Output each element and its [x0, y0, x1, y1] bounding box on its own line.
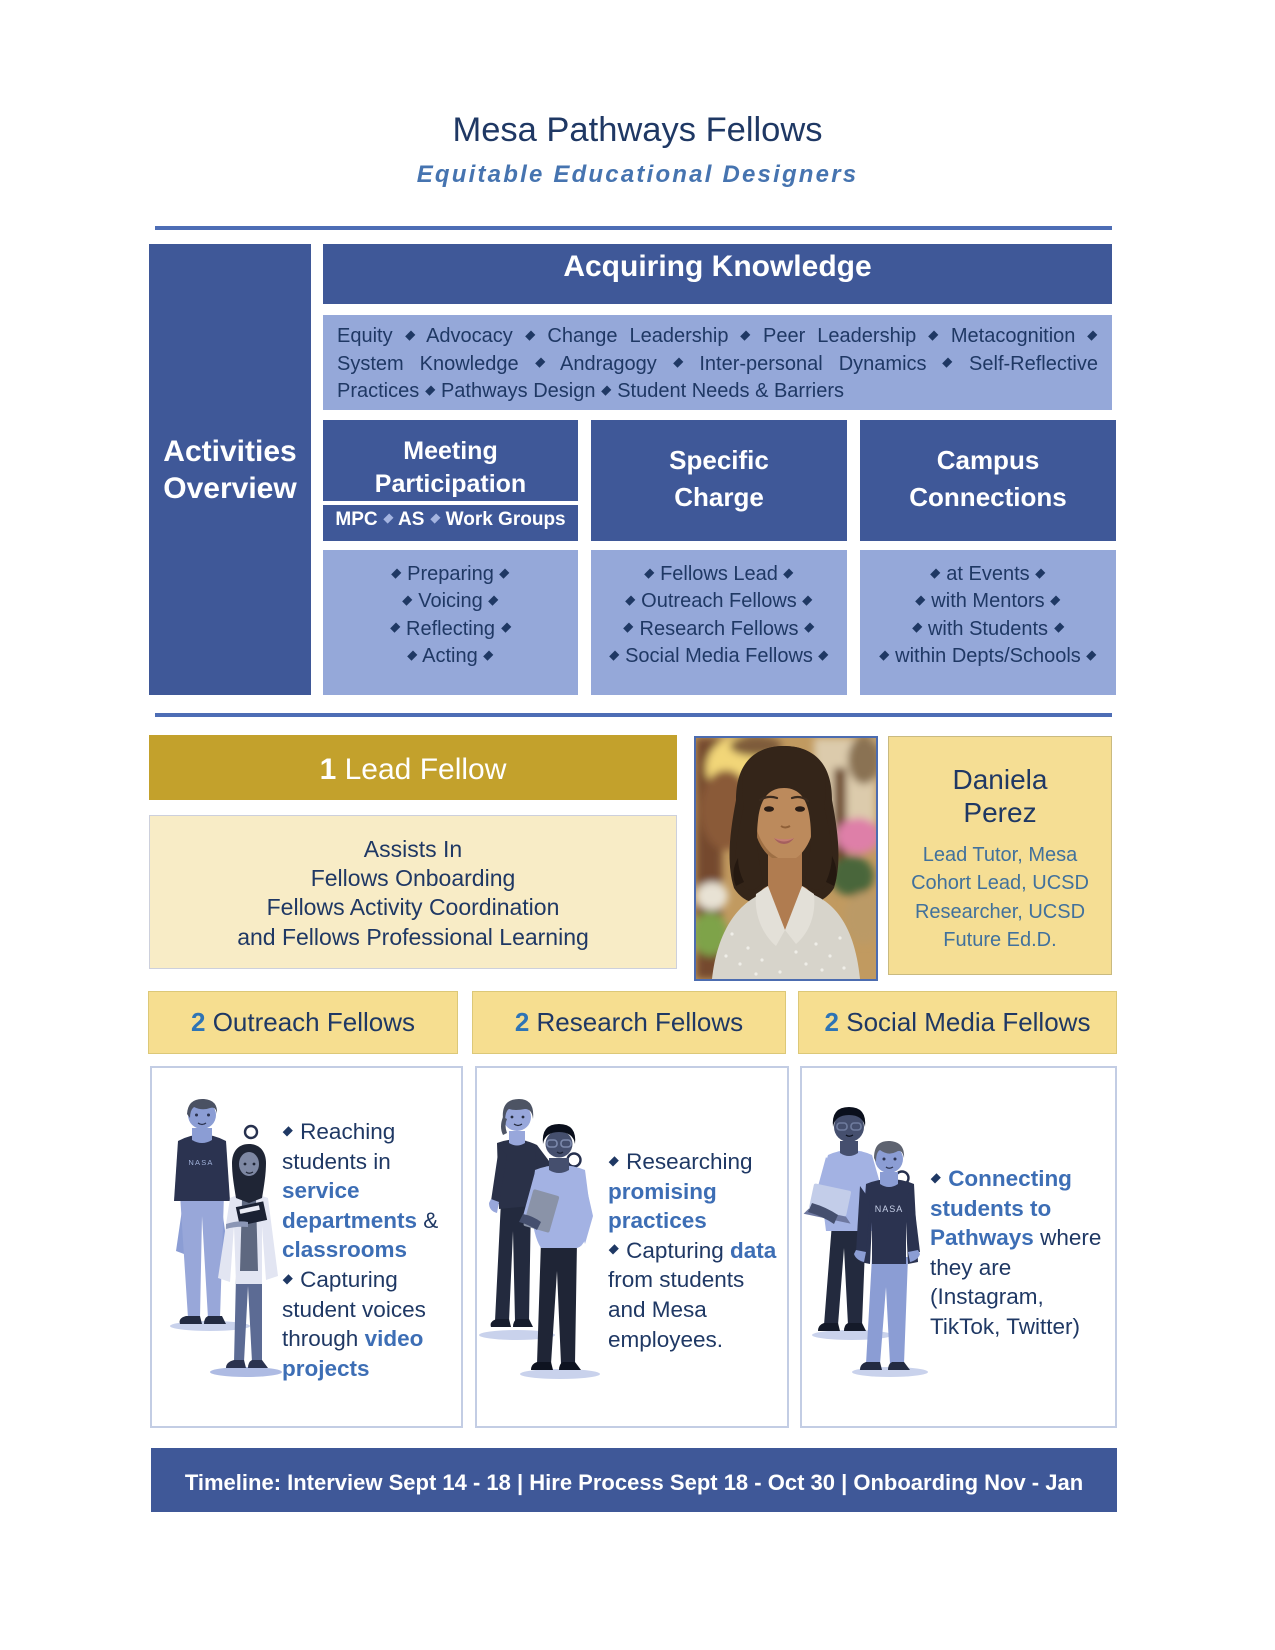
- svg-text:NASA: NASA: [188, 1158, 213, 1167]
- svg-text:NASA: NASA: [875, 1204, 904, 1214]
